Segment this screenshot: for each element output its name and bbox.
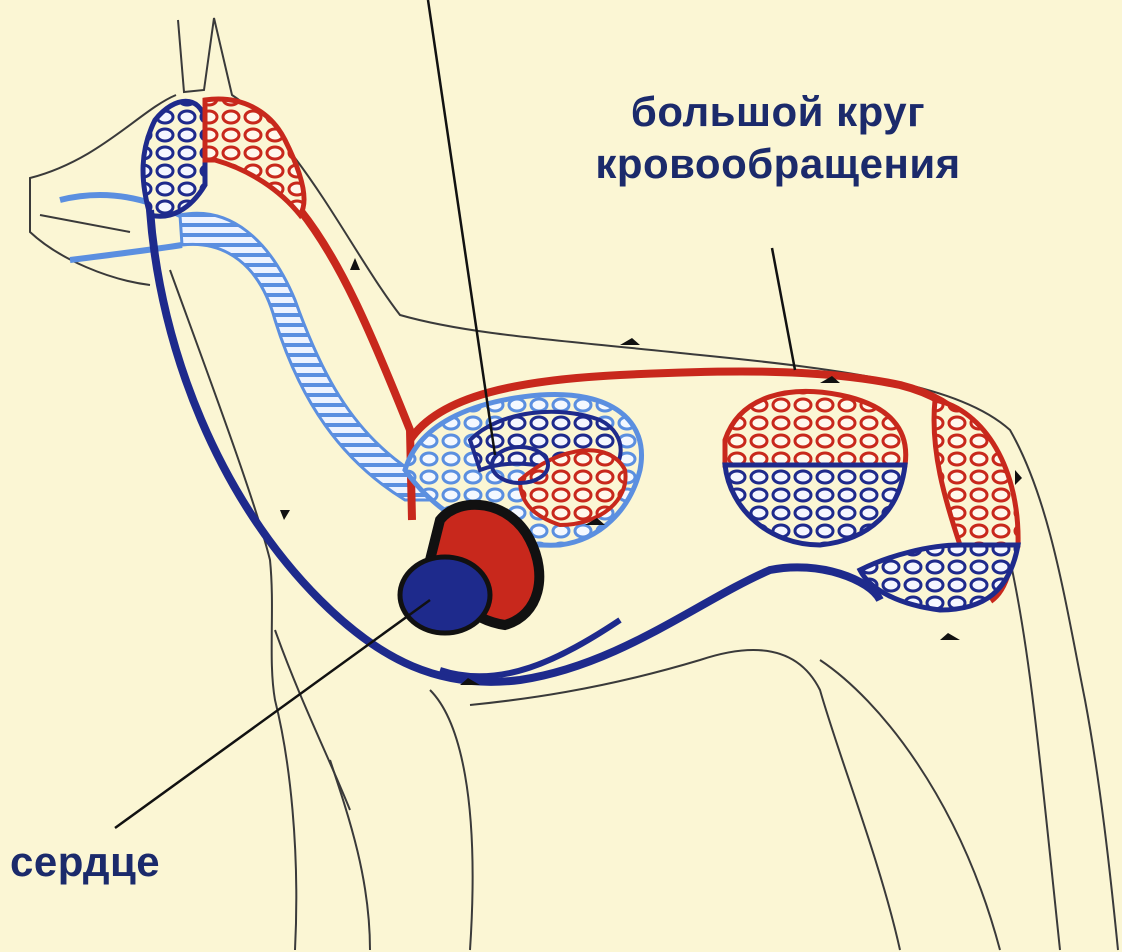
hind-capillaries-red (934, 400, 1018, 545)
abdominal-capillaries-blue (725, 465, 905, 545)
heart-label: сердце (10, 836, 160, 888)
leader-line-systemic (772, 248, 795, 370)
head-capillaries-blue (143, 101, 205, 216)
systemic-circulation-label: большой круг кровообращения (578, 86, 978, 190)
systemic-circulation-label-line2: кровообращения (578, 138, 978, 190)
heart (400, 505, 539, 633)
head-capillaries-red (205, 99, 304, 215)
leader-line-pulmonary (428, 0, 495, 455)
abdominal-capillaries-red (725, 391, 906, 465)
systemic-circulation-label-line1: большой круг (578, 86, 978, 138)
